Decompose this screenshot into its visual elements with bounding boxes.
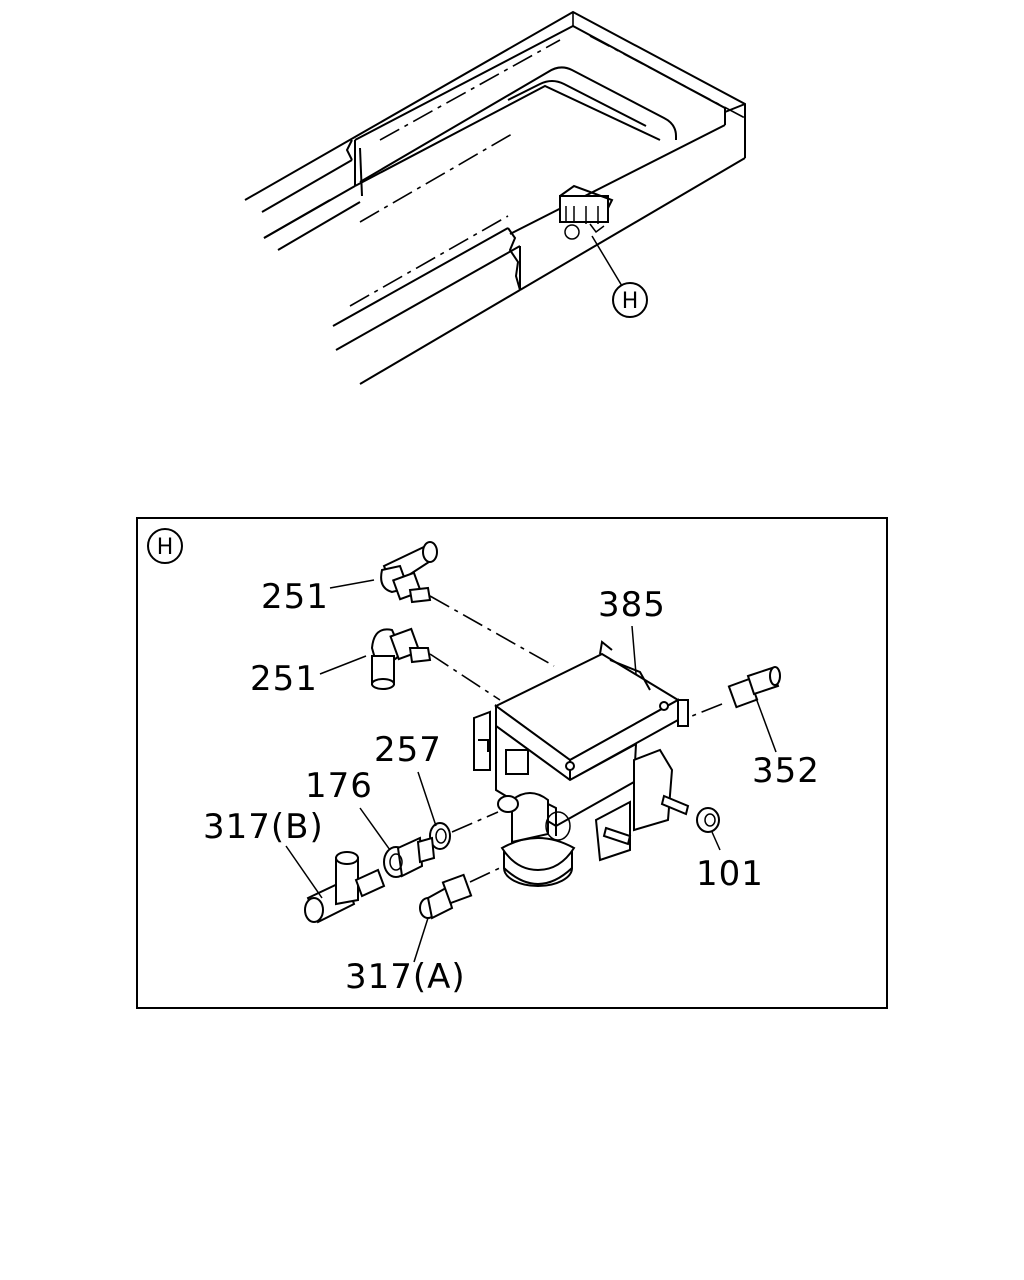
label-251-upper: 251 [261,577,329,617]
callout-h-overview: H [612,282,648,318]
label-176: 176 [305,766,373,806]
label-317b: 317(B) [203,807,324,847]
label-317a: 317(A) [345,957,466,997]
label-101: 101 [696,854,764,894]
module-location-icon [559,184,614,240]
fitting-317a [419,873,473,920]
callout-h-detail: H [147,528,183,564]
svg-text:H: H [622,289,639,314]
frame-overview: H [244,10,746,385]
fitting-352 [727,666,781,709]
label-257: 257 [374,730,442,770]
label-352: 352 [752,751,820,791]
label-251-lower: 251 [250,659,318,699]
svg-text:H: H [157,535,174,560]
elbow-fitting-251-lower [370,627,432,690]
tee-fitting-317b [304,851,386,924]
detail-frame [136,517,888,1009]
elbow-fitting-251-upper [380,541,438,604]
adapter-176 [383,836,436,878]
washer-257 [429,822,451,850]
label-385: 385 [598,585,666,625]
nut-101 [696,807,720,833]
detail-view-h: H [136,517,888,1009]
control-module-385 [473,640,690,887]
